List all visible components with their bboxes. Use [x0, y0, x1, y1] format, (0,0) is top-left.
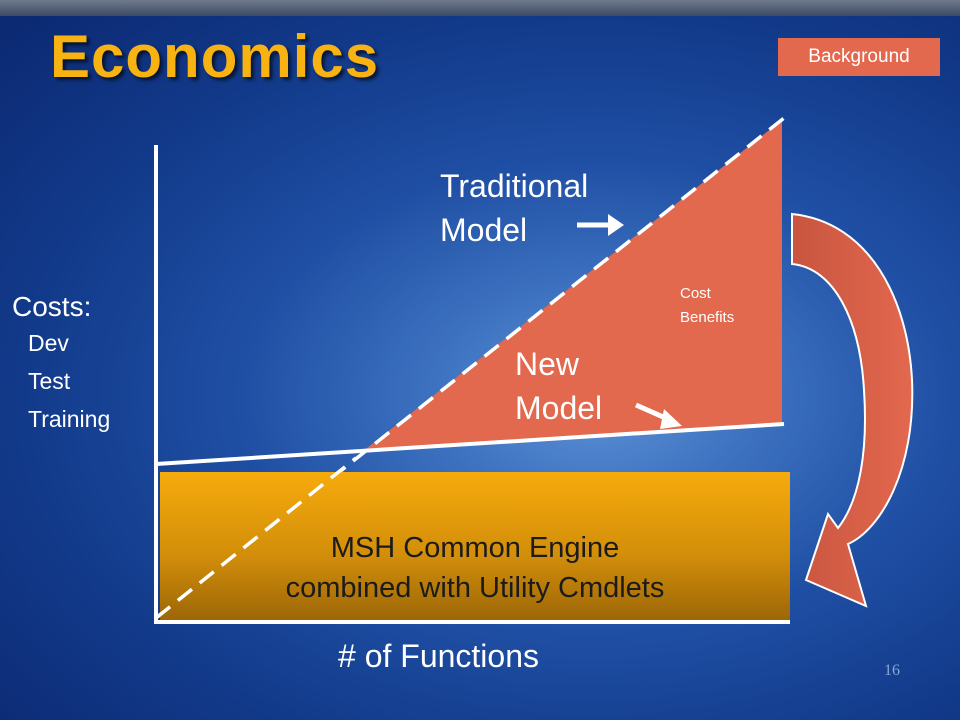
costs-heading: Costs:: [12, 291, 92, 322]
cost-item-training: Training: [28, 406, 111, 432]
traditional-pointer-arrow-icon: [577, 214, 624, 236]
top-bar: [0, 0, 960, 16]
page-number: 16: [884, 662, 900, 679]
x-axis-label: # of Functions: [338, 638, 539, 674]
background-badge[interactable]: Background: [778, 38, 940, 76]
traditional-model-label: Traditional Model: [440, 164, 588, 252]
traditional-model-line: [154, 116, 786, 620]
slide-title: Economics: [50, 23, 380, 90]
traditional-label-line-1: Traditional: [440, 168, 589, 204]
cost-benefits-label: Cost Benefits: [680, 282, 734, 330]
new-label-line-2: Model: [515, 390, 603, 426]
new-label-line-1: New: [515, 346, 580, 382]
costs-label-group: Costs: Dev Test Training: [12, 290, 110, 438]
new-model-label: New Model: [515, 342, 602, 430]
traditional-label-line-2: Model: [440, 212, 528, 248]
curved-arrow-icon: [791, 212, 914, 608]
engine-box: MSH Common Engine combined with Utility …: [160, 472, 790, 622]
engine-label-line-1: MSH Common Engine: [330, 532, 620, 564]
engine-label-line-2: combined with Utility Cmdlets: [285, 572, 665, 604]
new-model-pointer-arrow-icon: [634, 402, 682, 429]
benefit-label-line-2: Benefits: [680, 309, 735, 326]
cost-item-test: Test: [28, 368, 71, 394]
cost-item-dev: Dev: [28, 330, 69, 356]
benefit-label-line-1: Cost: [680, 285, 711, 302]
